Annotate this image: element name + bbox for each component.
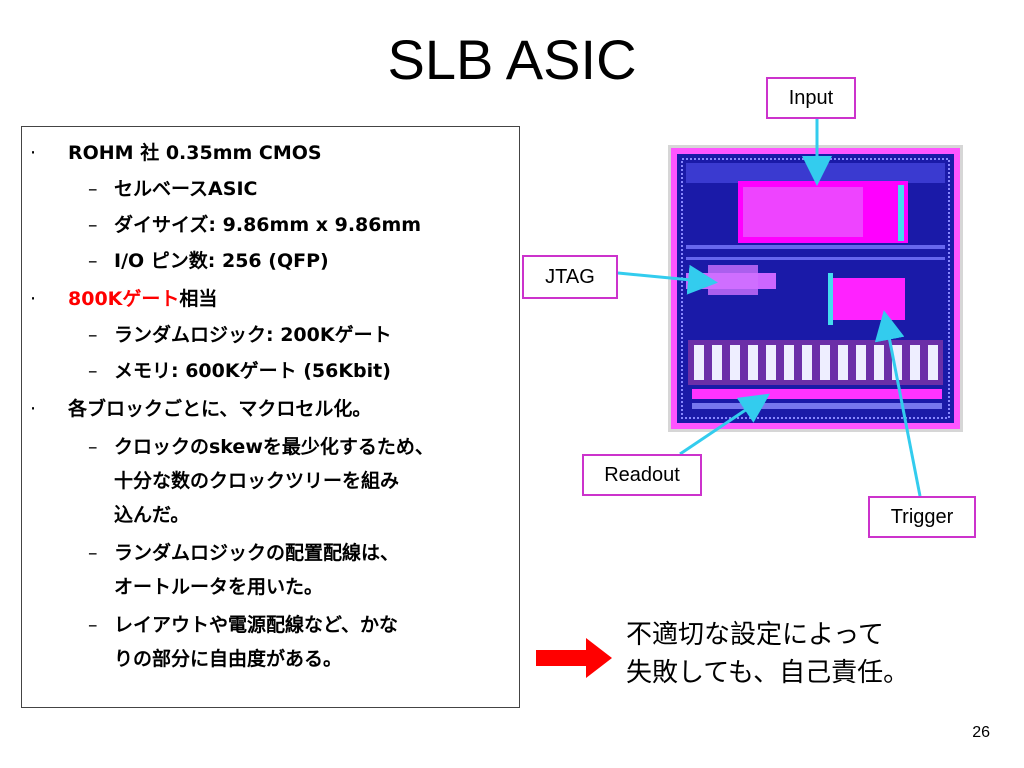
conclusion-text: 不適切な設定によって 失敗しても、自己責任。 xyxy=(626,616,909,692)
gate-count-suffix: 相当 xyxy=(179,288,218,310)
slide-title: SLB ASIC xyxy=(387,28,637,91)
jtag-arrow xyxy=(617,264,718,295)
red-arrow-icon xyxy=(536,638,612,678)
label-input: Input xyxy=(766,77,856,119)
sub-dash: – xyxy=(88,214,98,236)
sub-dash: – xyxy=(88,542,98,564)
label-readout: Readout xyxy=(582,454,702,496)
bullet-dot: · xyxy=(30,398,37,420)
bullet-gate-count: 800Kゲート相当 xyxy=(68,288,217,310)
sub-autorouter-l1: ランダムロジックの配置配線は、 xyxy=(114,542,400,564)
sub-dash: – xyxy=(88,436,98,458)
label-jtag: JTAG xyxy=(522,255,618,299)
sub-clock-skew-l3: 込んだ。 xyxy=(114,504,190,526)
sub-random-logic: ランダムロジック: 200Kゲート xyxy=(114,324,392,346)
sub-dash: – xyxy=(88,360,98,382)
gate-count-highlight: 800Kゲート xyxy=(68,288,180,310)
sub-memory: メモリ: 600Kゲート (56Kbit) xyxy=(114,360,391,382)
bullet-macrocell: 各ブロックごとに、マクロセル化。 xyxy=(68,398,372,420)
bullet-process: ROHM 社 0.35mm CMOS xyxy=(68,142,322,164)
page-number: 26 xyxy=(972,724,990,741)
sub-dash: – xyxy=(88,614,98,636)
trigger-arrow xyxy=(874,310,922,497)
sub-cell-based: セルベースASIC xyxy=(114,178,258,200)
sub-dash: – xyxy=(88,178,98,200)
sub-freedom-l1: レイアウトや電源配線など、かな xyxy=(114,614,399,636)
bullet-dot: · xyxy=(30,142,37,164)
sub-die-size: ダイサイズ: 9.86mm x 9.86mm xyxy=(114,214,422,236)
conclusion-line1: 不適切な設定によって xyxy=(626,620,884,650)
bullet-dot: · xyxy=(30,288,37,310)
sub-dash: – xyxy=(88,324,98,346)
sub-io-pins: I/O ピン数: 256 (QFP) xyxy=(114,250,329,272)
sub-autorouter-l2: オートルータを用いた。 xyxy=(114,576,324,598)
chip-layout-drawing xyxy=(671,148,960,429)
conclusion-line2: 失敗しても、自己責任。 xyxy=(626,658,910,688)
sub-dash: – xyxy=(88,250,98,272)
sub-freedom-l2: りの部分に自由度がある。 xyxy=(114,648,343,670)
content-box: · ROHM 社 0.35mm CMOS – セルベースASIC – ダイサイズ… xyxy=(21,126,520,708)
sub-clock-skew-l2: 十分な数のクロックツリーを組み xyxy=(114,470,400,492)
label-trigger: Trigger xyxy=(868,496,976,538)
sub-clock-skew-l1: クロックのskewを最少化するため、 xyxy=(114,436,434,458)
readout-arrow xyxy=(679,393,770,456)
chip-layout-image xyxy=(668,145,963,432)
